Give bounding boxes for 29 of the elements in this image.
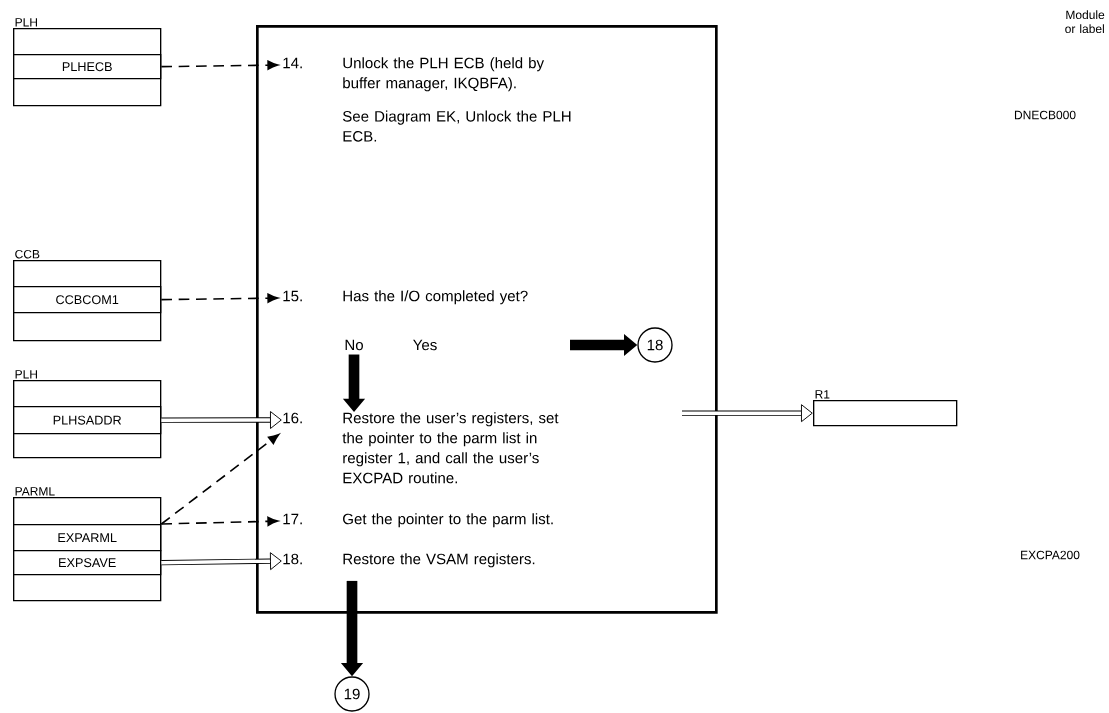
dashed-arrow [160,433,280,525]
hollow-arrow [161,411,282,429]
node-label: PLH [15,370,37,379]
dashed-arrow [160,516,279,527]
process-box [256,25,718,614]
step-text: 18. Restore the VSAM registers. [283,553,535,568]
register-box: R1 [813,390,958,427]
hollow-arrow [682,404,813,423]
step-text: 16. Restore the user’s registers, set the pointer to the parm list in register 1, and call the user’s EXCPAD routine. [283,412,559,484]
step-text: 15. Has the I/O completed yet? [283,290,528,305]
step-text: 14. Unlock the PLH ECB (held by buffer manager, IKQBFA). See Diagram EK, Unlock the PLH ECB. [283,57,571,142]
node-label: CCB [15,249,40,259]
field-row: EXPARML [13,524,162,552]
hollow-arrow [161,552,282,571]
step-text: 17. Get the pointer to the parm list. [283,513,553,528]
module-name: EXCPA200 [1021,550,1080,560]
dashed-arrow [160,293,279,303]
field-row: CCBCOM1 [13,286,162,314]
field-row: PLHECB [13,54,162,80]
column-heading: Module or label [1065,10,1105,34]
node-label: PLH [15,18,37,27]
module-name: DNECB000 [1015,110,1076,120]
branch-label: No [345,339,363,351]
field-row: PLHSADDR [13,406,162,435]
branch-label: Yes [413,339,437,351]
dashed-arrow [160,60,279,70]
node-label: PARML [15,487,55,496]
node-label: R1 [815,390,830,399]
field-row: EXPSAVE [13,550,162,576]
